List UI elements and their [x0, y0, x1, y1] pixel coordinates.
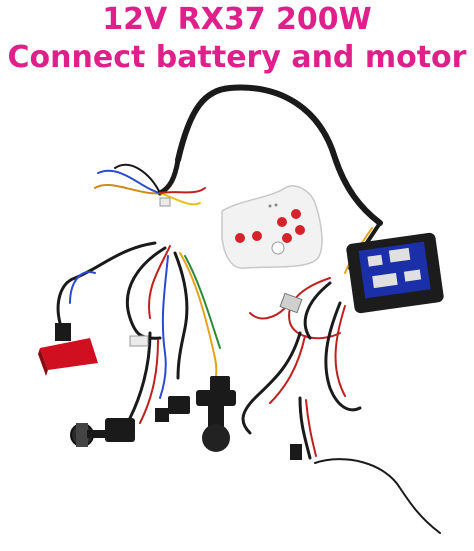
rocker-switch-icon	[155, 376, 230, 422]
product-subtitle: Connect battery and motor	[7, 40, 467, 75]
controller-box-icon	[346, 232, 444, 314]
key-switch-icon	[70, 418, 135, 447]
foot-pedal-icon	[38, 323, 98, 376]
wiring-harness-icon	[56, 84, 441, 534]
connector-icon	[129, 197, 303, 460]
gear-shifter-icon	[196, 390, 236, 452]
product-photo	[38, 84, 444, 534]
remote-control-icon	[221, 185, 323, 269]
product-title: 12V RX37 200W	[102, 2, 372, 37]
